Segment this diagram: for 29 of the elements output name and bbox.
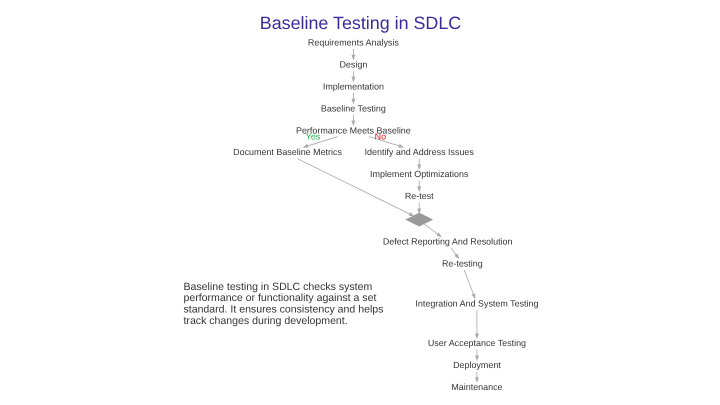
arrow <box>350 48 355 60</box>
node-text: Defect Reporting And Resolution <box>382 236 512 247</box>
node-text: Baseline Testing <box>320 103 386 114</box>
arrow <box>350 70 355 82</box>
node-text: Re-test <box>404 191 434 202</box>
arrow <box>474 310 478 340</box>
arrow <box>296 158 414 216</box>
diagram-title: Baseline Testing in SDLC <box>259 13 461 34</box>
arrow <box>463 270 475 300</box>
node-text: Integration And System Testing <box>414 298 538 308</box>
node-text: Implementation <box>322 81 384 92</box>
node-text: Design <box>338 59 367 70</box>
arrow <box>368 136 404 148</box>
arrow <box>350 114 355 126</box>
node-text: Document Baseline Metrics <box>232 147 342 158</box>
node-text: Requirements Analysis <box>307 37 398 48</box>
arrow <box>302 136 338 148</box>
arrow <box>474 371 478 384</box>
node-text: Implement Optimizations <box>370 169 468 180</box>
node-text: Identify and Address Issues <box>364 147 474 158</box>
node-text: Deployment <box>452 360 500 370</box>
node-text: User Acceptance Testing <box>427 338 526 348</box>
arrow <box>474 349 478 362</box>
arrow <box>350 92 355 104</box>
node-text: Maintenance <box>450 382 502 392</box>
arrow <box>450 248 459 260</box>
label: Baseline testing in SDLC checks system performance or functionality against a set standard. It ensures consistency and helps track changes during development. <box>183 280 383 327</box>
arrow <box>423 223 442 238</box>
node-text: Re-testing <box>441 258 482 269</box>
